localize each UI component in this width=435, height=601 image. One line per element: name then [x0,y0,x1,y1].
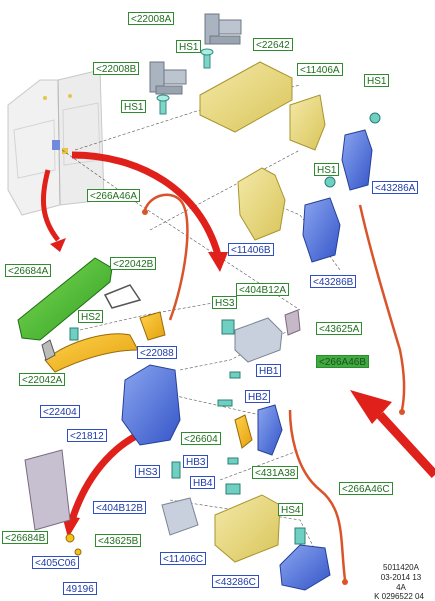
label-43625A: <43625A [316,322,363,335]
label-43286C: <43286C [212,575,259,588]
label-HB4: HB4 [190,476,216,489]
hinge-22008A [204,13,242,45]
label-22042A: <22042A [19,373,66,386]
lever-26604 [234,414,253,449]
label-266A46B-highlighted: <266A46B [316,355,369,368]
label-HS1-b: HS1 [364,74,390,87]
label-404B12A: <404B12A [236,283,289,296]
screws [69,112,381,545]
label-22642: <22642 [253,38,293,51]
label-22404: <22404 [40,405,80,418]
latch-43286B [302,197,341,263]
bracket-404B12B [161,497,199,536]
bracket-22642 [199,61,293,133]
cover-11406C [214,494,281,563]
label-43625B: <43625B [95,534,142,547]
plate-43625A [284,309,301,336]
label-11406B: <11406B [228,243,274,256]
label-43286B: <43286B [310,275,357,288]
label-HB1: HB1 [256,364,282,377]
plate-26684B [24,449,71,531]
label-266A46C: <266A46C [339,482,393,495]
label-HS1-d: HS1 [314,163,340,176]
cables [142,193,406,585]
label-22008A: <22008A [128,12,175,25]
lever-22042A [41,339,56,361]
handle-frame-26684A [17,257,113,341]
label-HS1-c: HS1 [121,100,147,113]
label-22008B: <22008B [93,62,140,75]
figure-ref-revision: 4A [396,583,406,592]
red-arrows [40,151,435,538]
label-11406A: <11406A [297,63,343,76]
label-22088: <22088 [137,346,177,359]
figure-ref-date: 03-2014 13 [380,573,422,582]
label-HS2: HS2 [78,310,104,323]
label-22042B: <22042B [110,257,157,270]
cover-11406A [289,94,326,151]
hinge-22008B [149,61,187,95]
label-HS3-a: HS3 [212,296,238,309]
label-HS1-a: HS1 [176,40,202,53]
handle-22404 [44,333,139,373]
label-26684B: <26684B [2,531,49,544]
cover-11406B [237,167,286,241]
latch-431A38 [257,404,283,456]
bracket-404B12A [234,317,283,363]
label-43286A: <43286A [372,181,419,194]
arrow-head-1 [50,238,66,252]
label-11406C: <11406C [160,552,207,565]
label-266A46A: <266A46A [87,189,140,202]
screws-top [156,48,214,115]
latch-43286C [279,544,331,591]
label-49196: 49196 [63,582,97,595]
label-26604: <26604 [181,432,221,445]
label-HB3: HB3 [183,455,209,468]
label-21812: <21812 [67,429,107,442]
label-405C06: <405C06 [32,556,79,569]
lever-22042B [103,284,142,309]
handle-cap-22088 [139,311,166,341]
label-HS4: HS4 [278,503,304,516]
lock-21812 [121,364,181,446]
label-26684A: <26684A [5,264,52,277]
arrow-head-4 [350,390,392,424]
label-HB2: HB2 [245,390,271,403]
figure-ref-code: K 0296522 04 [374,592,424,601]
label-431A38: <431A38 [252,466,299,479]
label-404B12B: <404B12B [93,501,146,514]
figure-ref-number: 5011420A [383,563,419,572]
clip-405C06 [65,533,75,543]
clip-49196 [74,548,82,556]
label-HS3-b: HS3 [135,465,161,478]
latch-43286A [341,129,373,191]
arrow-head-2 [208,252,228,272]
